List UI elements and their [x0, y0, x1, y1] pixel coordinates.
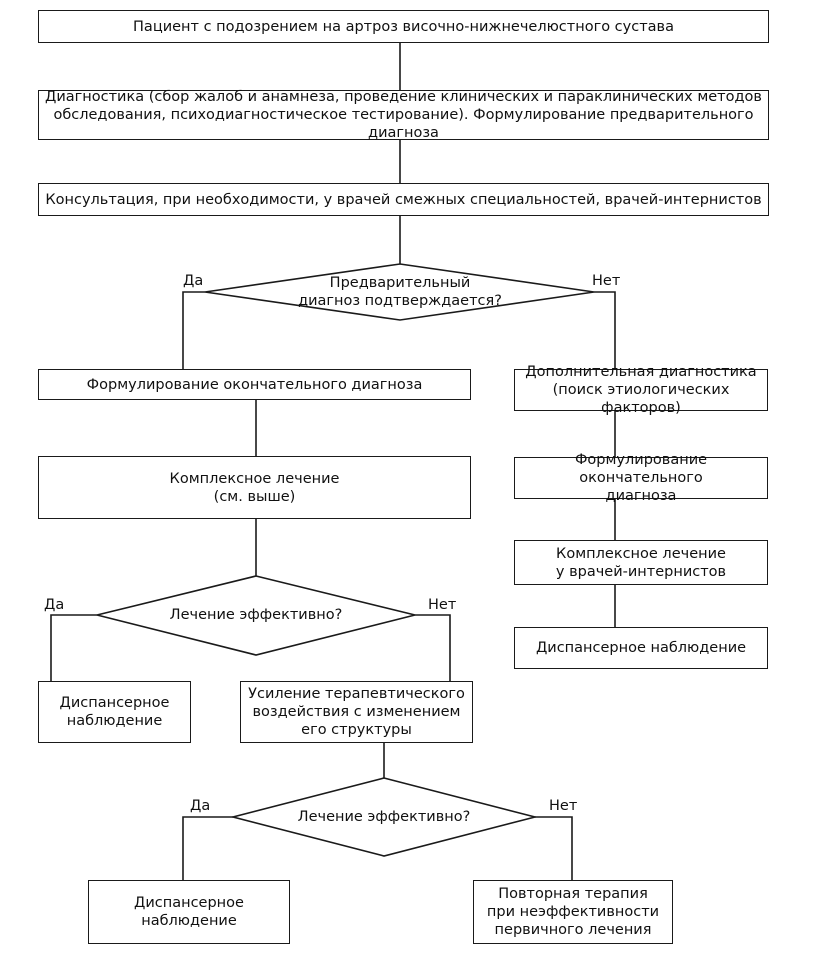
decision-text: диагноз подтверждается?	[298, 293, 502, 309]
label-no: Нет	[549, 798, 578, 814]
box-text: (см. выше)	[213, 488, 296, 505]
step-enhanced-therapy: Усиление терапевтического воздействия с …	[240, 681, 473, 743]
step-consultation: Консультация, при необходимости, у враче…	[38, 183, 769, 216]
box-text: воздействия с изменением	[252, 704, 461, 720]
label-yes: Да	[190, 798, 211, 814]
step-dispensary-bottom: Диспансерное наблюдение	[88, 880, 290, 944]
label-yes: Да	[183, 273, 204, 289]
step-additional-diagnostics: Дополнительная диагностика (поиск этиоло…	[514, 364, 768, 416]
label-no: Нет	[428, 597, 457, 613]
box-text: обследования, психодиагностическое тести…	[53, 107, 754, 141]
step-complex-treatment-right: Комплексное лечение у врачей-интернистов	[514, 540, 768, 585]
decision-diamond	[96, 575, 416, 656]
connector-line	[182, 816, 233, 880]
box-text: Усиление терапевтического	[248, 686, 465, 702]
box-text: Формулирование окончательного диагноза	[86, 376, 423, 393]
box-text: Диспансерное наблюдение	[535, 640, 747, 656]
box-text: его структуры	[301, 722, 412, 738]
decision-treatment-effective-1: Лечение эффективно?	[136, 605, 376, 625]
box-text: у врачей-интернистов	[555, 563, 727, 580]
step-repeat-therapy: Повторная терапия при неэффективности пе…	[473, 880, 673, 944]
connector-line	[535, 816, 573, 880]
box-text: диагноза	[605, 488, 677, 504]
box-text: наблюдение	[66, 713, 163, 729]
decision-diamond	[204, 263, 595, 321]
box-text: Диспансерное	[59, 695, 170, 711]
step-diagnostics: Диагностика (сбор жалоб и анамнеза, пров…	[38, 89, 769, 141]
box-text: Дополнительная диагностика	[525, 364, 757, 380]
step-complex-treatment-left: Комплексное лечение (см. выше)	[38, 456, 471, 519]
box-text: первичного лечения	[494, 922, 652, 938]
label-no: Нет	[592, 273, 621, 289]
box-text: Комплексное лечение	[169, 470, 340, 487]
step-dispensary-left: Диспансерное наблюдение	[38, 681, 191, 743]
decision-text: Лечение эффективно?	[297, 809, 471, 825]
connector-line	[415, 614, 451, 681]
decision-treatment-effective-2: Лечение эффективно?	[264, 807, 504, 827]
box-text: (поиск этиологических факторов)	[552, 382, 730, 416]
decision-diagnosis-confirmed: Предварительный диагноз подтверждается?	[250, 273, 550, 311]
decision-diamond	[229, 777, 539, 857]
step-final-diagnosis-right: Формулирование окончательного диагноза	[514, 452, 768, 504]
step-final-diagnosis-left: Формулирование окончательного диагноза	[38, 369, 471, 400]
decision-text: Предварительный	[329, 275, 471, 291]
connector-line	[182, 291, 205, 369]
box-text: Диспансерное	[134, 895, 244, 911]
box-text: Комплексное лечение	[556, 545, 726, 562]
box-text: при неэффективности	[486, 904, 660, 920]
decision-text: Лечение эффективно?	[169, 607, 343, 623]
box-text: Повторная терапия	[498, 886, 648, 902]
step-patient: Пациент с подозрением на артроз височно-…	[38, 10, 769, 43]
box-text: Диагностика (сбор жалоб и анамнеза, пров…	[45, 89, 762, 105]
step-dispensary-right: Диспансерное наблюдение	[514, 627, 768, 669]
connector-line	[594, 291, 616, 369]
box-text: Формулирование окончательного	[574, 452, 708, 486]
box-text: наблюдение	[141, 913, 237, 929]
box-text: Консультация, при необходимости, у враче…	[45, 191, 762, 208]
connector-line	[50, 614, 97, 681]
label-yes: Да	[44, 597, 65, 613]
box-text: Пациент с подозрением на артроз височно-…	[133, 18, 674, 35]
